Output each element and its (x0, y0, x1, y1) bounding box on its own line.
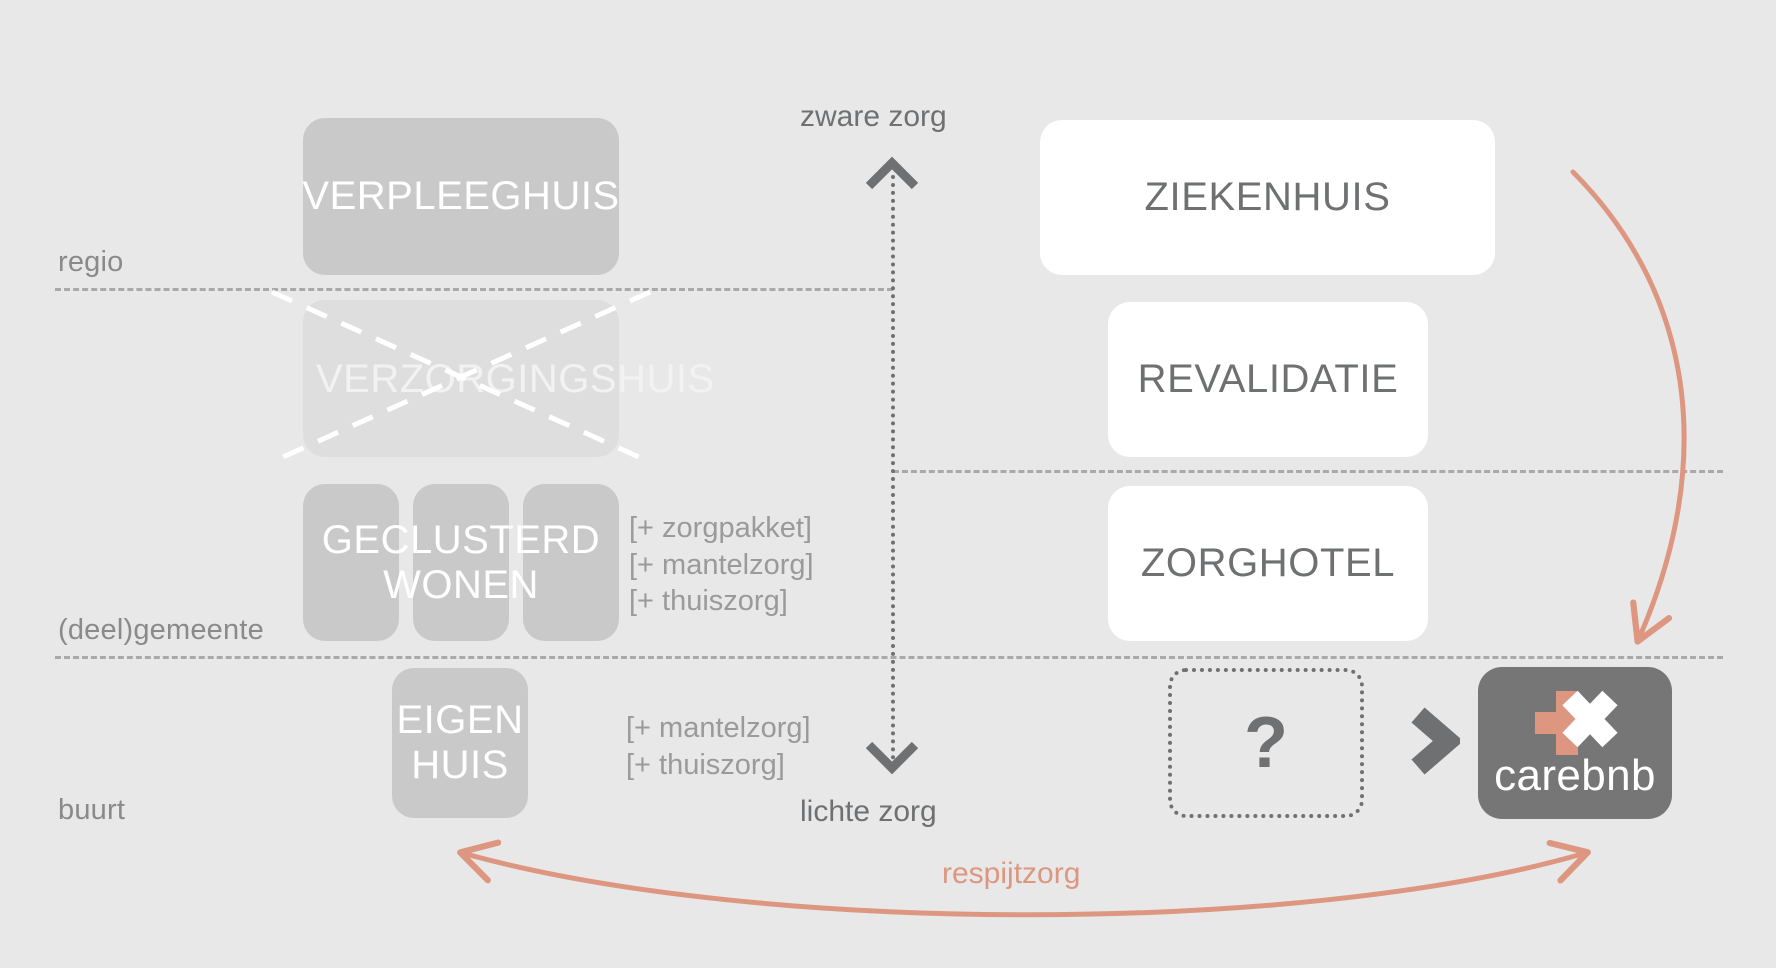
axis-label-zware-zorg: zware zorg (800, 100, 947, 133)
chevron-right-icon (1408, 705, 1464, 777)
card-geclusterd-wonen[interactable]: GECLUSTERD WONEN (303, 484, 619, 641)
annotation-item: [+ mantelzorg] (629, 548, 814, 581)
placeholder-question-box[interactable]: ? (1168, 668, 1364, 818)
card-eigen-huis-label: EIGEN HUIS (396, 698, 524, 787)
carebnb-logo-icon (1478, 685, 1672, 761)
question-mark-label: ? (1244, 703, 1288, 783)
axis-dotted-line (891, 175, 895, 760)
card-eigen-huis[interactable]: EIGEN HUIS (392, 668, 528, 818)
annotation-item: [+ mantelzorg] (626, 712, 811, 744)
annotation-item: [+ zorgpakket] (629, 512, 812, 544)
annotation-geclusterd-wonen-addons: [+ zorgpakket] [+ mantelzorg] [+ thuiszo… (629, 510, 814, 620)
carebnb-wordmark: carebnb (1494, 751, 1656, 800)
arrow-ziekenhuis-to-carebnb (1570, 169, 1687, 636)
card-revalidatie-label: REVALIDATIE (1137, 357, 1399, 401)
card-carebnb[interactable]: carebnb (1478, 667, 1672, 819)
card-geclusterd-wonen-label: GECLUSTERD WONEN (321, 517, 601, 607)
card-ziekenhuis[interactable]: ZIEKENHUIS (1040, 120, 1495, 275)
card-zorghotel[interactable]: ZORGHOTEL (1108, 486, 1428, 641)
cluster-slab-3 (523, 484, 619, 641)
divider-middle-right (893, 470, 1723, 473)
annotation-item: [+ thuiszorg] (629, 585, 788, 618)
annotation-item: [+ thuiszorg] (626, 748, 785, 781)
divider-deelgemeente (55, 656, 1723, 659)
card-verzorgingshuis-label: VERZORGINGSHUIS (316, 356, 715, 401)
card-ziekenhuis-label: ZIEKENHUIS (1144, 175, 1391, 219)
card-verzorgingshuis[interactable]: VERZORGINGSHUIS (303, 300, 715, 457)
card-revalidatie[interactable]: REVALIDATIE (1108, 302, 1428, 457)
axis-label-lichte-zorg: lichte zorg (800, 795, 937, 828)
divider-regio (55, 288, 893, 291)
card-verpleeghuis-label: VERPLEEGHUIS (302, 174, 620, 219)
label-respijtzorg: respijtzorg (942, 857, 1081, 890)
card-zorghotel-label: ZORGHOTEL (1140, 541, 1396, 585)
zone-label-deelgemeente: (deel)gemeente (58, 614, 264, 646)
zone-label-buurt: buurt (58, 794, 126, 826)
annotation-eigen-huis-addons: [+ mantelzorg] [+ thuiszorg] (626, 710, 811, 783)
cluster-slab-1 (303, 484, 399, 641)
cluster-slab-2 (413, 484, 509, 641)
zone-label-regio: regio (58, 246, 124, 278)
card-verpleeghuis[interactable]: VERPLEEGHUIS (302, 118, 620, 275)
